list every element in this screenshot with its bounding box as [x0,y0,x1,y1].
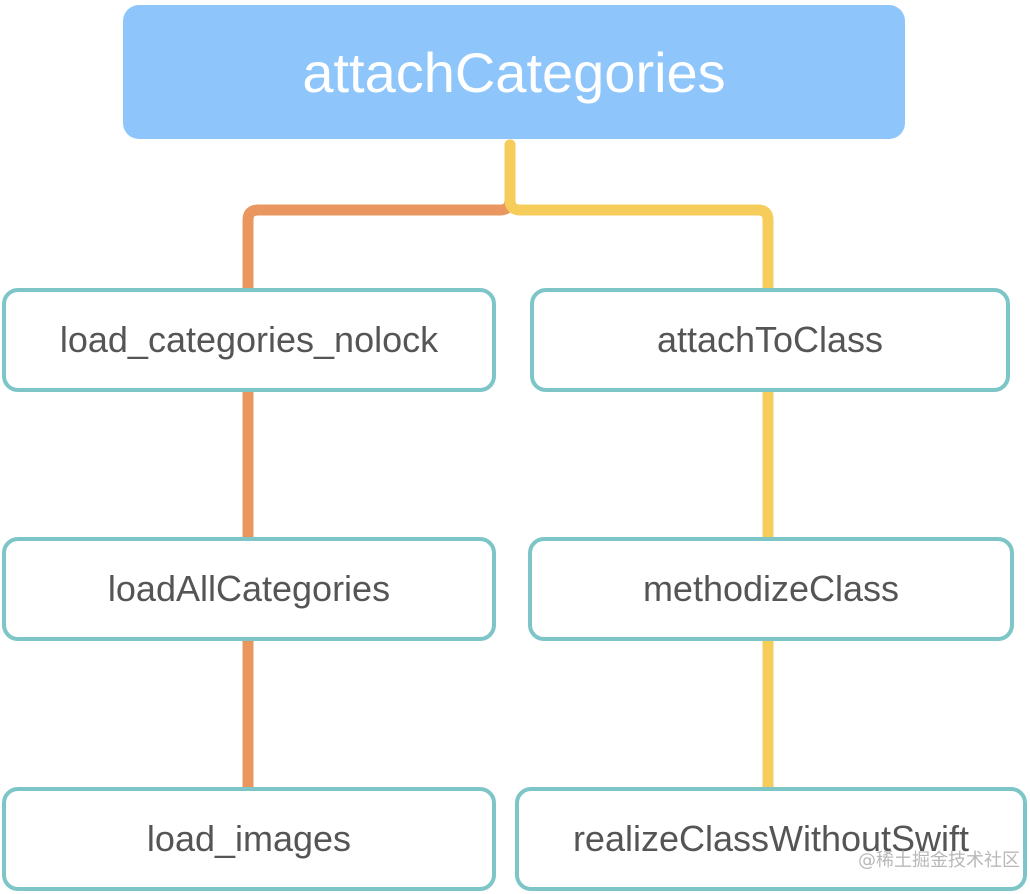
node-label: loadAllCategories [107,568,391,609]
right-branch-connector [504,139,774,294]
node-label: attachToClass [656,319,884,360]
node-load-categories-nolock: load_categories_nolock [2,288,496,392]
node-load-images: load_images [2,787,496,891]
node-label: load_categories_nolock [59,319,439,360]
node-load-all-categories: loadAllCategories [2,537,496,641]
node-label: methodizeClass [642,568,900,609]
watermark: @稀土掘金技术社区 [858,850,1020,871]
node-realize-class-without-swift: realizeClassWithoutSwift [515,787,1027,891]
root-node-attach-categories: attachCategories [123,5,905,139]
node-label: realizeClassWithoutSwift [572,818,970,859]
node-attach-to-class: attachToClass [530,288,1010,392]
node-methodize-class: methodizeClass [528,537,1014,641]
root-node-label: attachCategories [302,40,726,104]
node-label: load_images [146,818,352,859]
left-branch-connector [242,139,516,294]
